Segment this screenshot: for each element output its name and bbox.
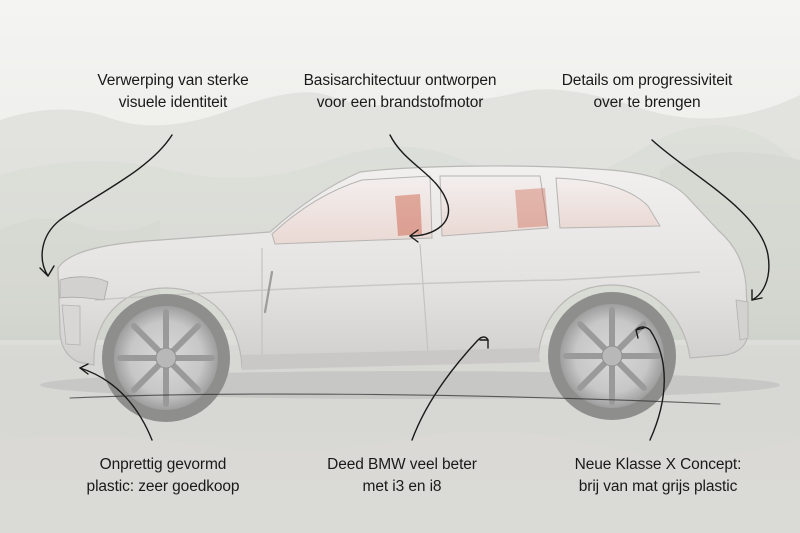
annotation-line: visuele identiteit — [118, 94, 228, 111]
annotation-line: met i3 en i8 — [362, 478, 442, 495]
annotation-line: voor een brandstofmotor — [316, 94, 484, 111]
annotation-neue-klasse: Neue Klasse X Concept: brij van mat grij… — [548, 454, 768, 498]
annotation-line: over te brengen — [593, 94, 701, 111]
annotation-i3-i8: Deed BMW veel beter met i3 en i8 — [296, 454, 508, 498]
annotation-line: Basisarchitectuur ontworpen — [303, 72, 497, 89]
annotation-arrows — [39, 134, 770, 441]
arrow-br — [635, 326, 665, 441]
front-wheel — [102, 294, 230, 422]
arrow-bc — [411, 336, 489, 441]
car-windows — [271, 175, 661, 245]
annotation-visual-identity: Verwerping van sterke visuele identiteit — [68, 70, 278, 114]
annotation-line: Neue Klasse X Concept: — [574, 456, 742, 473]
annotation-base-architecture: Basisarchitectuur ontworpen voor een bra… — [278, 70, 522, 114]
annotation-line: plastic: zeer goedkoop — [86, 478, 240, 495]
annotation-line: Verwerping van sterke — [97, 72, 249, 89]
rear-wheel — [548, 292, 676, 420]
arrow-bl — [79, 367, 153, 441]
arrow-tr — [651, 139, 770, 301]
annotation-line: Deed BMW veel beter — [327, 456, 477, 473]
annotation-line: Onprettig gevormd — [99, 456, 227, 473]
annotation-cheap-plastic: Onprettig gevormd plastic: zeer goedkoop — [58, 454, 268, 498]
annotation-line: brij van mat grijs plastic — [578, 478, 738, 495]
sketch-underline — [69, 393, 721, 405]
annotation-progressive-details: Details om progressiviteit over te breng… — [538, 70, 756, 114]
arrow-tl — [41, 134, 173, 277]
annotation-line: Details om progressiviteit — [561, 72, 733, 89]
arrow-tc — [389, 134, 450, 237]
